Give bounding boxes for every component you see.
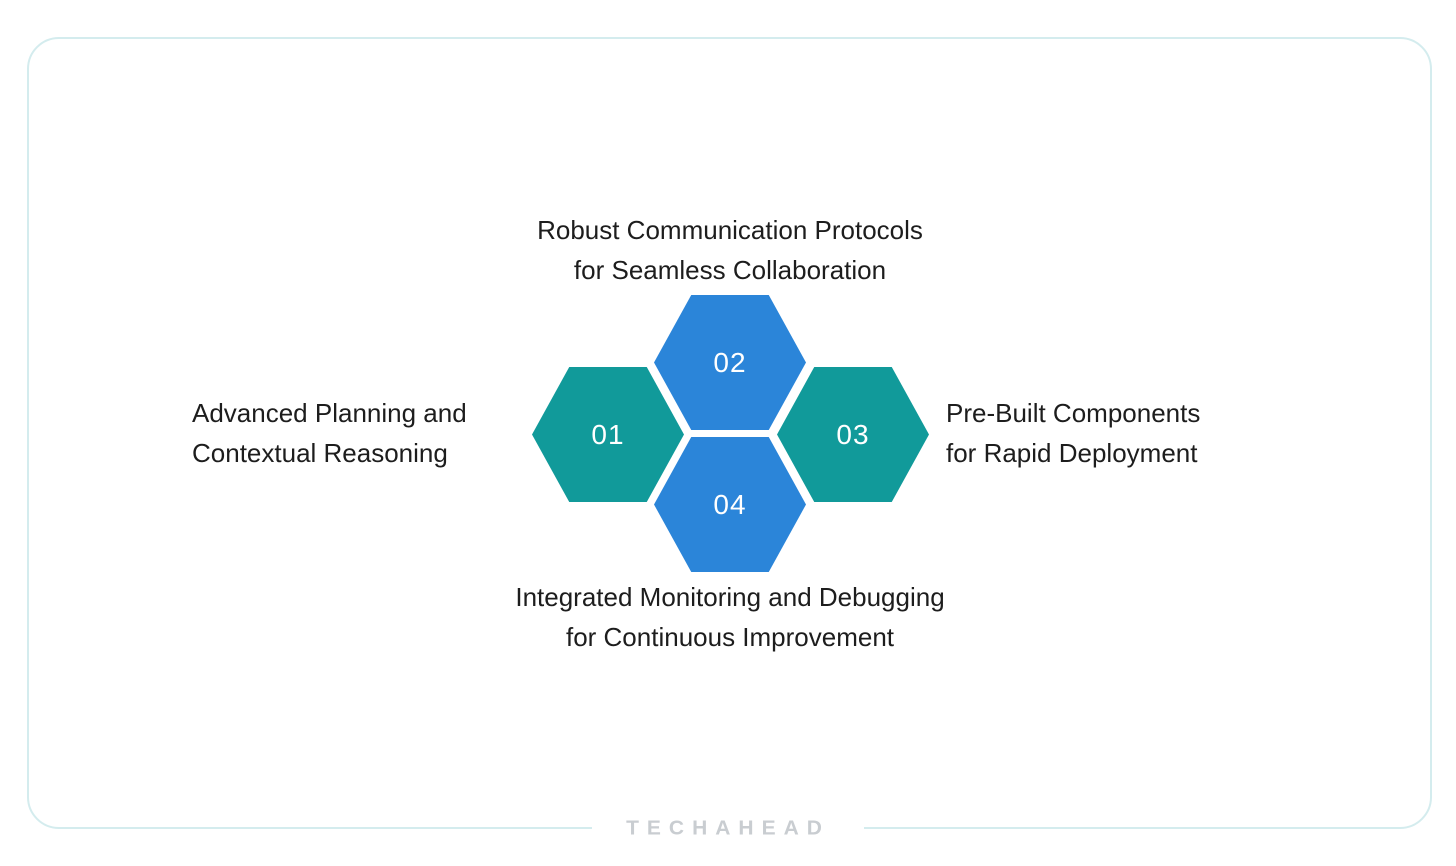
label-right: Pre-Built Components for Rapid Deploymen… [946,393,1200,473]
label-right-line2: for Rapid Deployment [946,438,1198,468]
hexagon-01-number: 01 [591,418,625,450]
hexagon-02: 02 [654,295,806,430]
hexagon-03-number: 03 [836,418,870,450]
hexagon-04: 04 [654,437,806,572]
label-bottom-line1: Integrated Monitoring and Debugging [515,582,945,612]
label-left: Advanced Planning and Contextual Reasoni… [192,393,467,473]
hexagon-04-number: 04 [713,488,747,520]
label-top-line2: for Seamless Collaboration [573,255,887,285]
label-top: Robust Communication Protocols for Seaml… [430,210,1030,290]
hexagon-01: 01 [532,367,684,502]
footer-logo-container: TECHAHEAD [592,806,864,852]
techahead-logo: TECHAHEAD [626,817,830,840]
label-left-line2: Contextual Reasoning [192,438,448,468]
label-bottom-line2: for Continuous Improvement [565,622,895,652]
hexagon-02-number: 02 [713,346,747,378]
label-left-line1: Advanced Planning and [192,398,467,428]
label-top-line1: Robust Communication Protocols [537,215,923,245]
label-right-line1: Pre-Built Components [946,398,1201,428]
label-bottom: Integrated Monitoring and Debugging for … [430,577,1030,657]
hexagon-03: 03 [777,367,929,502]
